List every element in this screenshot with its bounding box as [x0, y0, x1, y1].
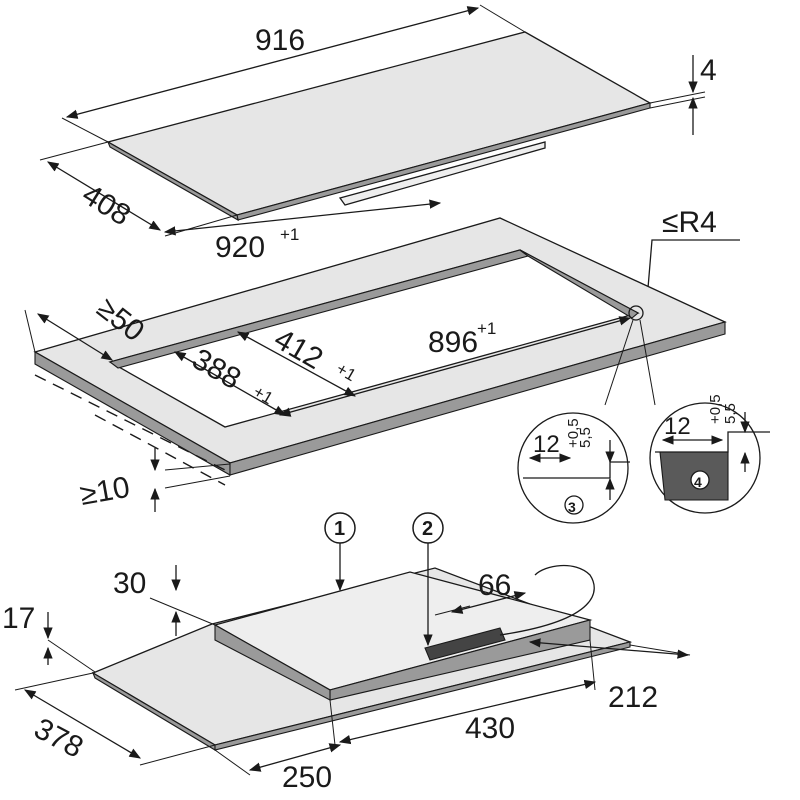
- dim-housing-height-30: 30: [113, 565, 216, 636]
- dim-corner-radius: ≤R4: [642, 206, 740, 314]
- cutout-length-label: 896: [428, 326, 478, 359]
- svg-text:1: 1: [334, 518, 345, 540]
- hob-glass-panel-view: [106, 31, 652, 222]
- corner-radius-label: ≤R4: [662, 206, 717, 239]
- detail-3-circle: [517, 412, 629, 524]
- dim-right-offset-212: 212: [528, 638, 691, 714]
- depth-378-label: 378: [29, 712, 89, 765]
- dim-front-offset-250: 250: [214, 743, 342, 794]
- countertop-hidden-edge-lower: [94, 414, 226, 486]
- underside-view: [91, 564, 633, 751]
- width-label: 916: [255, 24, 305, 57]
- marker-1: 1: [324, 512, 356, 592]
- plate-height-label: 17: [2, 602, 35, 635]
- detail-3-depth: 5,5: [577, 427, 594, 448]
- cutout-length-tolerance: +1: [477, 319, 496, 338]
- svg-text:3: 3: [568, 499, 576, 515]
- detail-3-leader: [604, 319, 634, 406]
- detail-4-leader: [639, 319, 656, 406]
- housing-height-label: 30: [113, 567, 146, 600]
- detail-3-depth-tolerance: +0,5: [565, 418, 582, 448]
- corner-detail-circle: [628, 305, 644, 321]
- min-thickness-label: ≥10: [77, 471, 132, 512]
- depth-label: 408: [76, 178, 136, 233]
- detail-4-marker: [690, 470, 710, 490]
- dim-cable-offset-66: 66: [434, 569, 527, 616]
- front-offset-label: 250: [282, 761, 332, 794]
- detail-3-width: 12: [533, 431, 560, 458]
- svg-text:4: 4: [694, 474, 702, 490]
- detail-4-depth: 5,5: [722, 403, 739, 424]
- countertop-hidden-edge: [34, 374, 226, 471]
- thickness-label: 4: [700, 54, 717, 87]
- right-offset-label: 212: [608, 681, 658, 714]
- dim-plate-height-17: 17: [2, 602, 96, 673]
- dim-thickness-4: 4: [649, 54, 717, 135]
- dim-cutout-length-896: 896 +1: [278, 316, 632, 417]
- detail-3-profile: [523, 461, 630, 479]
- cutout-width-tolerance: +1: [280, 225, 299, 244]
- detail-4: 12 5,5 +0,5 4: [649, 394, 770, 514]
- detail-3-marker: [564, 495, 584, 515]
- cable-connector: [424, 627, 506, 661]
- detail-4-width: 12: [664, 413, 691, 440]
- dim-min-thickness-10: ≥10: [77, 448, 231, 512]
- cable-offset-label: 66: [478, 569, 511, 602]
- power-cable: [499, 564, 595, 636]
- housing-width-label: 430: [465, 712, 515, 745]
- detail-3: 12 5,5 +0,5 3: [517, 412, 630, 524]
- cutout-width-label: 920: [215, 231, 265, 264]
- svg-text:2: 2: [422, 518, 433, 540]
- dim-housing-width-430: 430: [329, 639, 597, 746]
- detail-4-depth-tolerance: +0,5: [707, 394, 724, 424]
- dim-cutout-width-920: 920 +1: [163, 199, 442, 264]
- dim-width-916: 916: [61, 4, 526, 143]
- marker-2: 2: [412, 512, 444, 647]
